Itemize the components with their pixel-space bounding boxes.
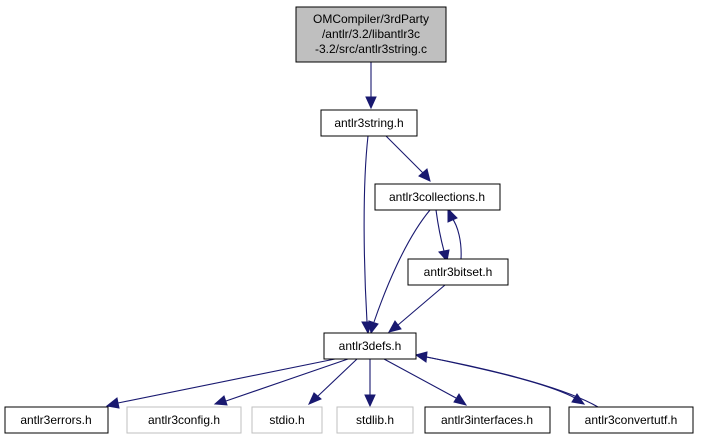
node-antlr3bitset-h-label: antlr3bitset.h bbox=[424, 265, 493, 279]
node-antlr3config-h-label: antlr3config.h bbox=[148, 413, 220, 427]
edge-defs-h-to-stdio-h bbox=[308, 358, 358, 405]
node-antlr3string-h[interactable]: antlr3string.h bbox=[320, 109, 418, 137]
node-antlr3errors-h[interactable]: antlr3errors.h bbox=[4, 406, 109, 434]
node-antlr3bitset-h[interactable]: antlr3bitset.h bbox=[407, 258, 509, 286]
node-antlr3string-c-line-3: -3.2/src/antlr3string.c bbox=[315, 42, 427, 56]
node-antlr3defs-h-label: antlr3defs.h bbox=[339, 339, 402, 353]
node-stdio-h-label: stdio.h bbox=[269, 413, 304, 427]
edge-bitset-h-to-collections-h bbox=[447, 207, 462, 260]
edge-convertutf-h-to-defs-h bbox=[414, 351, 599, 408]
edge-defs-h-to-stdlib-h bbox=[364, 359, 376, 408]
node-antlr3defs-h[interactable]: antlr3defs.h bbox=[323, 332, 417, 360]
node-antlr3collections-h-label: antlr3collections.h bbox=[389, 190, 485, 204]
node-antlr3errors-h-label: antlr3errors.h bbox=[20, 413, 91, 427]
node-antlr3interfaces-h[interactable]: antlr3interfaces.h bbox=[424, 406, 551, 434]
edge-defs-h-to-errors-h bbox=[105, 358, 336, 409]
edge-collections-h-to-bitset-h bbox=[435, 209, 450, 263]
edge-collections-h-to-defs-h bbox=[368, 209, 431, 335]
node-antlr3config-h: antlr3config.h bbox=[126, 406, 242, 434]
node-antlr3collections-h[interactable]: antlr3collections.h bbox=[374, 183, 501, 211]
node-antlr3string-c-line-2: /antlr/3.2/libantlr3c bbox=[322, 27, 420, 41]
node-antlr3convertutf-h-label: antlr3convertutf.h bbox=[585, 413, 678, 427]
node-antlr3string-c-line-1: OMCompiler/3rdParty bbox=[313, 12, 429, 26]
edge-string-h-to-defs-h bbox=[361, 135, 373, 335]
edge-root-to-string-h bbox=[365, 62, 377, 110]
edge-defs-h-to-convertutf-h bbox=[407, 352, 586, 405]
node-stdlib-h-label: stdlib.h bbox=[356, 413, 394, 427]
edge-string-h-to-collections-h bbox=[385, 135, 431, 182]
edge-defs-h-to-interfaces-h bbox=[383, 358, 468, 406]
node-antlr3string-c[interactable]: OMCompiler/3rdParty /antlr/3.2/libantlr3… bbox=[295, 6, 447, 63]
node-antlr3convertutf-h[interactable]: antlr3convertutf.h bbox=[568, 406, 694, 434]
edge-defs-h-to-config-h bbox=[213, 358, 349, 406]
node-stdio-h: stdio.h bbox=[251, 406, 323, 434]
node-antlr3string-h-label: antlr3string.h bbox=[334, 116, 403, 130]
node-stdlib-h: stdlib.h bbox=[336, 406, 414, 434]
node-antlr3interfaces-h-label: antlr3interfaces.h bbox=[441, 413, 533, 427]
edge-bitset-h-to-defs-h bbox=[388, 284, 446, 333]
